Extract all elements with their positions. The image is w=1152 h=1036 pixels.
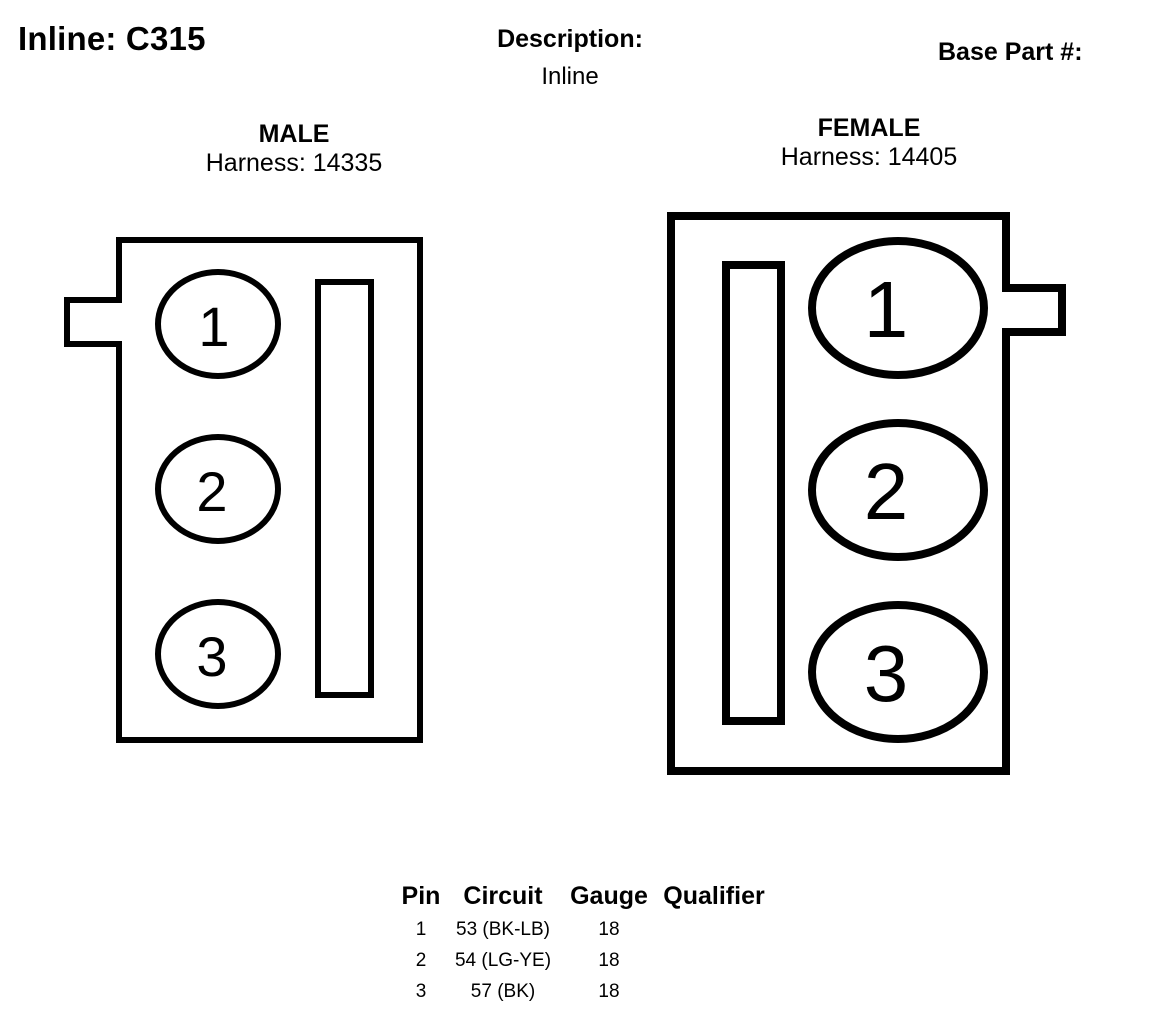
female-harness-label: Harness: 14405	[780, 143, 958, 171]
male-connector	[64, 237, 423, 743]
pin-cell: 3	[415, 981, 427, 1002]
pin-table: Pin Circuit Gauge Qualifier 1 53 (BK-LB)…	[398, 878, 772, 1007]
qualifier-cell	[656, 945, 772, 976]
male-pin-3-number: 3	[196, 625, 227, 688]
pin-cell: 2	[415, 950, 427, 971]
gauge-cell: 18	[598, 919, 620, 940]
male-pin-2-number: 2	[196, 460, 227, 523]
base-part-label: Base Part #:	[938, 38, 1083, 66]
female-connector-body	[667, 212, 1066, 775]
female-pin-1-outline	[808, 237, 988, 379]
female-label: FEMALE	[817, 114, 921, 142]
female-pin-1-number: 1	[864, 265, 909, 354]
qualifier-cell	[656, 976, 772, 1007]
female-pin-2-outline	[808, 419, 988, 561]
female-connector-heading: FEMALE Harness: 14405	[719, 114, 1019, 172]
female-pin-2-number: 2	[864, 447, 909, 536]
male-label: MALE	[258, 120, 330, 148]
male-connector-body	[64, 237, 423, 743]
circuit-cell: 57 (BK)	[470, 981, 536, 1002]
female-pin-3-number: 3	[864, 629, 909, 718]
female-connector	[667, 212, 1066, 775]
male-latch-bar	[315, 279, 374, 698]
female-latch-bar	[722, 261, 785, 725]
table-row: 3 57 (BK) 18	[398, 976, 772, 1007]
circuit-cell: 53 (BK-LB)	[456, 919, 550, 940]
circuit-cell: 54 (LG-YE)	[454, 950, 552, 971]
description-value: Inline	[541, 63, 599, 90]
female-pin-3-outline	[808, 601, 988, 743]
description-label: Description:	[497, 25, 643, 53]
male-pin-3-outline	[155, 599, 281, 709]
circuit-column-header: Circuit	[463, 882, 543, 910]
gauge-cell: 18	[598, 950, 620, 971]
male-connector-heading: MALE Harness: 14335	[144, 120, 444, 178]
connector-title: Inline: C315	[18, 20, 206, 57]
pin-cell: 1	[415, 919, 427, 940]
pin-column-header: Pin	[401, 882, 441, 910]
male-pin-2-outline	[155, 434, 281, 544]
male-pin-1-number: 1	[198, 295, 229, 358]
table-row: 2 54 (LG-YE) 18	[398, 945, 772, 976]
male-harness-label: Harness: 14335	[205, 149, 383, 177]
pin-table-header-row: Pin Circuit Gauge Qualifier	[398, 878, 772, 914]
qualifier-cell	[656, 914, 772, 945]
table-row: 1 53 (BK-LB) 18	[398, 914, 772, 945]
gauge-column-header: Gauge	[570, 882, 648, 910]
gauge-cell: 18	[598, 981, 620, 1002]
qualifier-column-header: Qualifier	[663, 882, 765, 910]
male-pin-1-outline	[155, 269, 281, 379]
